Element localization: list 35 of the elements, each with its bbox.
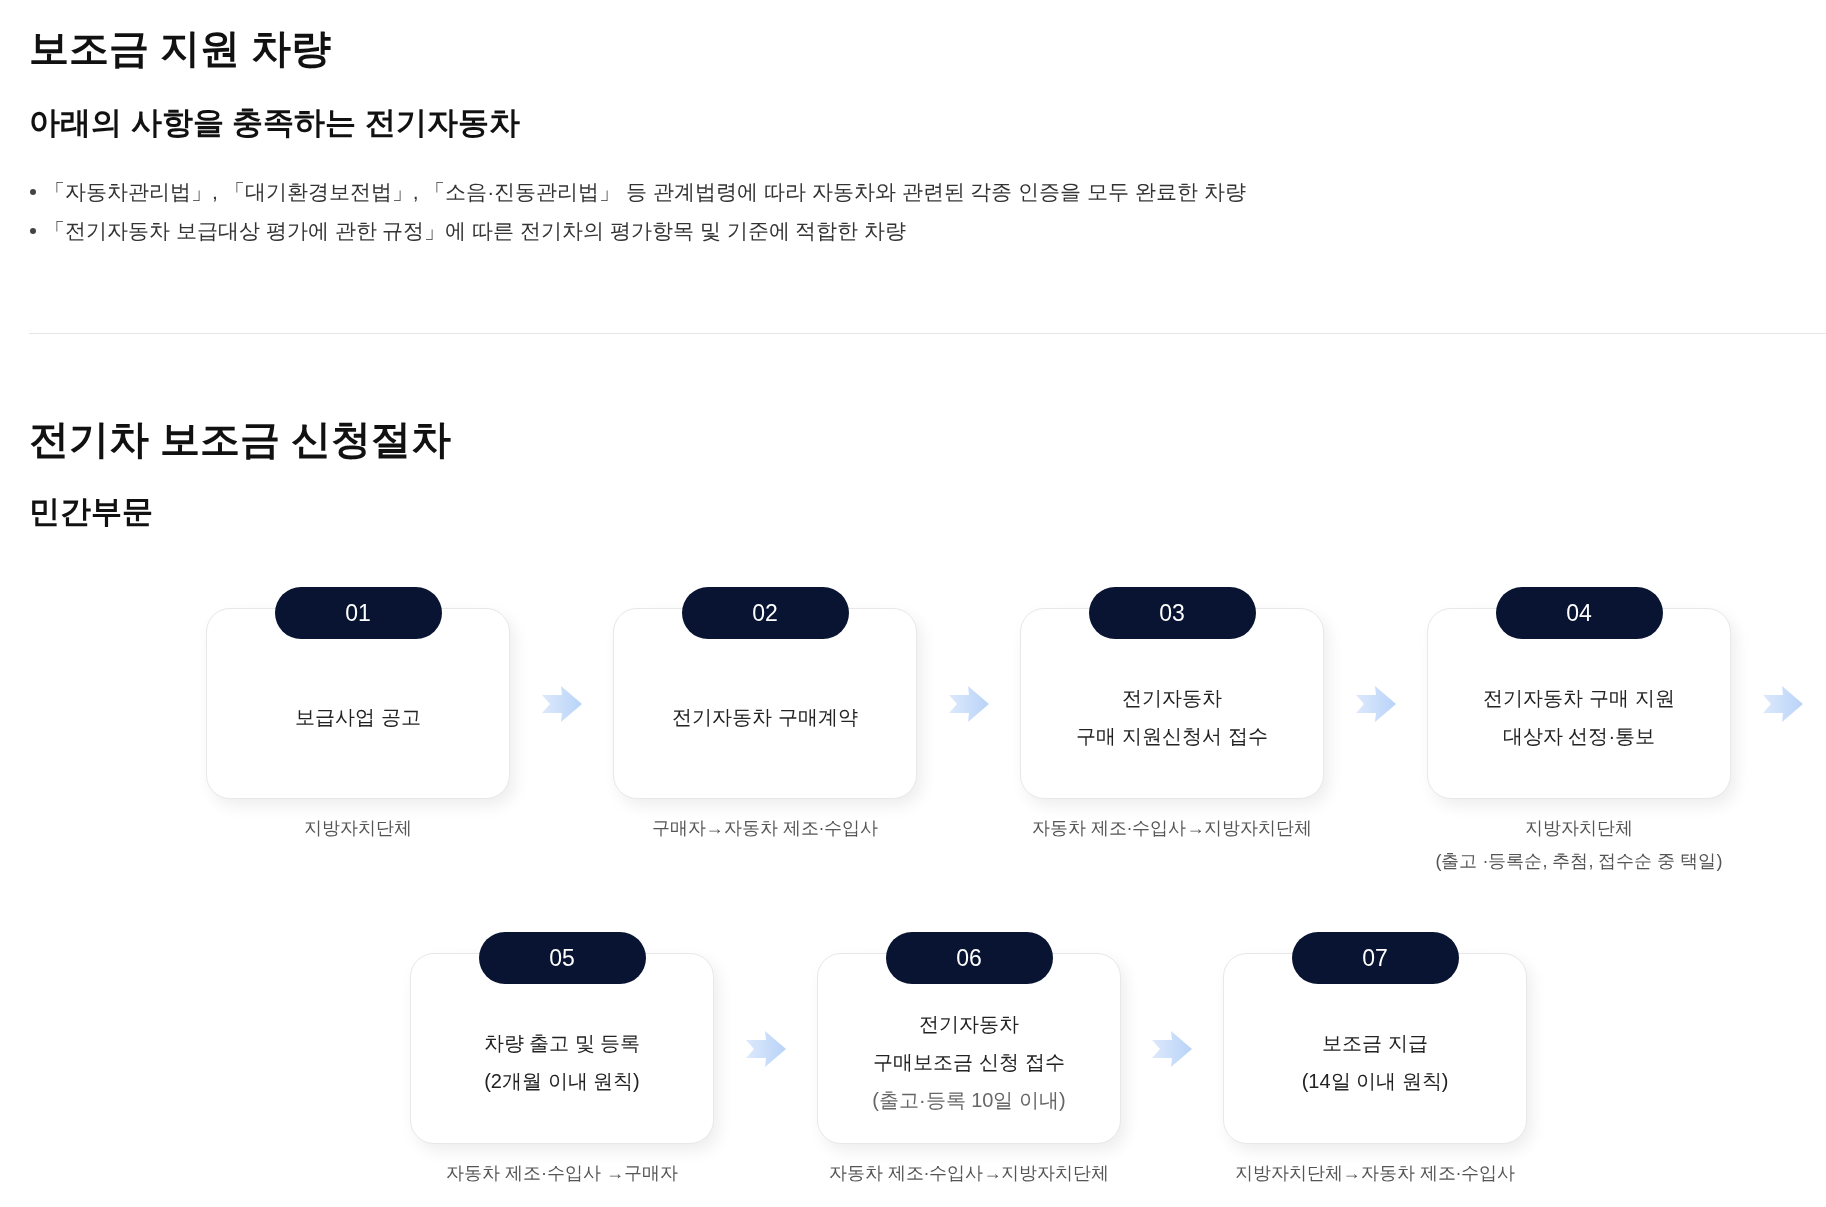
number-badge: 01 bbox=[274, 587, 442, 639]
arrow bbox=[948, 685, 989, 722]
arrow bbox=[745, 1030, 786, 1067]
step-text: 전기자동차 구매 지원 대상자 선정·통보 bbox=[1483, 686, 1675, 749]
actor-caption: 지방자치단체→자동차 제조·수입사 bbox=[1234, 1162, 1516, 1185]
actor-caption: 자동차 제조·수입사→지방자치단체 bbox=[828, 1162, 1110, 1185]
actor-caption: 자동차 제조·수입사 →구매자 bbox=[446, 1162, 678, 1185]
step-text: 전기자동차 구매보조금 신청 접수 bbox=[873, 1012, 1065, 1075]
actor-caption: 자동차 제조·수입사→지방자치단체 bbox=[1031, 817, 1313, 840]
arrow bbox=[1152, 1030, 1192, 1067]
step-text: 보급사업 공고 bbox=[295, 705, 421, 730]
actor-caption: 지방자치단체 bbox=[304, 817, 412, 840]
step-text: 전기자동차 구매 지원신청서 접수 bbox=[1076, 686, 1268, 749]
arrow bbox=[1355, 685, 1396, 722]
number-badge: 05 bbox=[478, 932, 646, 984]
number-badge: 03 bbox=[1088, 587, 1256, 639]
actor-caption: (출고 ·등록순, 추첨, 접수순 중 택일) bbox=[1435, 850, 1723, 873]
arrow bbox=[1763, 685, 1803, 722]
step-text: 차량 출고 및 등록 (2개월 이내 원칙) bbox=[483, 1031, 641, 1094]
bullet-text: 「전기자동차 보급대상 평가에 관한 규정」에 따른 전기차의 평가항목 및 기준에 적합한 차량 bbox=[44, 218, 907, 244]
actor-caption: 구매자→자동차 제조·수입사 bbox=[651, 817, 879, 840]
number-badge: 02 bbox=[681, 587, 849, 639]
subheading: 아래의 사항을 충족하는 전기자동차 bbox=[29, 104, 520, 142]
number-badge: 07 bbox=[1291, 932, 1459, 984]
subheading: 민간부문 bbox=[29, 493, 153, 531]
step-note: (출고·등록 10일 이내) bbox=[872, 1088, 1066, 1113]
step-text: 보조금 지급 (14일 이내 원칙) bbox=[1301, 1031, 1449, 1094]
step-text: 전기자동차 구매계약 bbox=[672, 705, 858, 730]
arrow bbox=[541, 685, 582, 722]
section-heading: 전기차 보조금 신청절차 bbox=[29, 416, 452, 463]
bullet-text: 「자동차관리법」, 「대기환경보전법」, 「소음·진동관리법」 등 관계법령에 따라 자동차와 관련된 각종 인증을 모두 완료한 차량 bbox=[44, 179, 1246, 205]
number-badge: 04 bbox=[1495, 587, 1663, 639]
actor-caption: 지방자치단체 bbox=[1525, 817, 1633, 840]
page-title: 보조금 지원 차량 bbox=[29, 25, 332, 72]
number-badge: 06 bbox=[885, 932, 1053, 984]
